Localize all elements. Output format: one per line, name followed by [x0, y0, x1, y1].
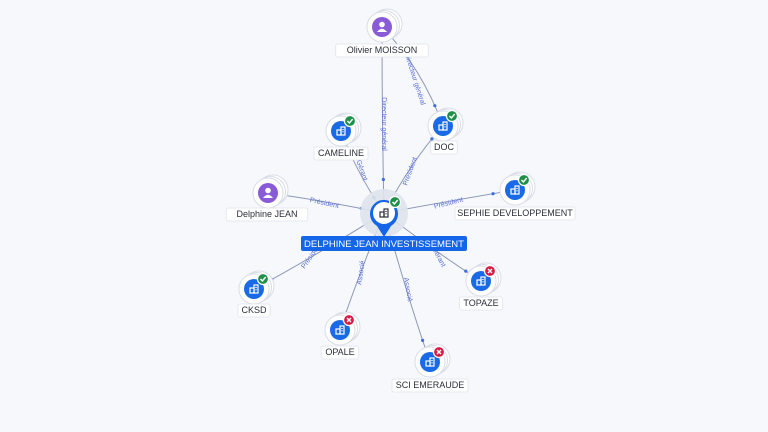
edge-label: Président: [309, 197, 339, 210]
edge-arrow: [421, 338, 425, 342]
building-icon: [510, 185, 520, 195]
building-icon: [335, 325, 345, 335]
person-icon: [263, 187, 273, 198]
building-icon: [476, 276, 486, 286]
building-icon: [425, 357, 435, 367]
closed-badge-icon: [483, 264, 497, 278]
check-badge-icon: [256, 272, 270, 286]
edge-label: Associé: [356, 260, 366, 285]
edge-label: Gérant: [354, 159, 368, 182]
check-badge-icon: [343, 114, 357, 128]
node-label: SEPHIE DEVELOPPEMENT: [457, 208, 573, 218]
node-label-box: [225, 207, 309, 222]
edge-label: Associé: [402, 277, 413, 302]
node-label: Olivier MOISSON: [347, 45, 418, 55]
node-cksd[interactable]: CKSD: [237, 270, 275, 318]
node-label-box: [313, 146, 369, 161]
edge-label: Directeur général: [380, 97, 387, 151]
node-olivier-moisson[interactable]: Olivier MOISSON: [335, 8, 429, 58]
node-cameline[interactable]: CAMELINE: [313, 112, 369, 161]
node-label-box: [237, 303, 271, 318]
edge-arrow: [464, 269, 468, 273]
edge-label: Président: [402, 156, 419, 186]
node-opale[interactable]: OPALE: [320, 311, 361, 360]
check-badge-icon: [388, 195, 402, 209]
node-label: DOC: [434, 142, 455, 152]
node-sephie-developpement[interactable]: SEPHIE DEVELOPPEMENT: [454, 171, 576, 221]
node-label: CAMELINE: [318, 148, 364, 158]
edge-arrow: [381, 177, 385, 182]
node-sci-emeraude[interactable]: SCI EMERAUDE: [391, 343, 469, 393]
node-delphine-jean[interactable]: Delphine JEAN: [225, 174, 309, 222]
center-node[interactable]: DELPHINE JEAN INVESTISSEMENT: [301, 189, 467, 251]
node-label-box: [430, 140, 458, 155]
node-label-box: [335, 43, 429, 58]
building-icon: [379, 208, 389, 218]
edge-arrow: [433, 104, 437, 108]
nodes-layer: Olivier MOISSON CAMELINE DOC Delphine JEAN S…: [225, 8, 576, 393]
node-topaze[interactable]: TOPAZE: [459, 262, 503, 311]
node-label-box: [391, 378, 469, 393]
node-label: TOPAZE: [463, 298, 498, 308]
check-badge-icon: [517, 173, 531, 187]
center-label-box: [301, 236, 467, 251]
closed-badge-icon: [432, 345, 446, 359]
node-label: CKSD: [241, 305, 267, 315]
center-label: DELPHINE JEAN INVESTISSEMENT: [304, 239, 464, 250]
check-badge-icon: [445, 109, 459, 123]
node-label-box: [320, 345, 360, 360]
node-label-box: [454, 206, 576, 221]
node-label: Delphine JEAN: [236, 209, 297, 219]
closed-badge-icon: [342, 313, 356, 327]
person-icon: [377, 21, 387, 32]
edge-label: Directeur général: [403, 53, 426, 107]
building-icon: [249, 284, 259, 294]
node-doc[interactable]: DOC: [427, 107, 464, 155]
edge-olivier-moisson-doc: Directeur général: [381, 26, 444, 127]
node-label: SCI EMERAUDE: [396, 380, 465, 390]
node-label-box: [459, 296, 503, 311]
building-icon: [438, 121, 448, 131]
edge-arrow: [430, 137, 434, 141]
node-label: OPALE: [325, 347, 354, 357]
building-icon: [336, 126, 346, 136]
edge-arrow: [491, 192, 495, 196]
